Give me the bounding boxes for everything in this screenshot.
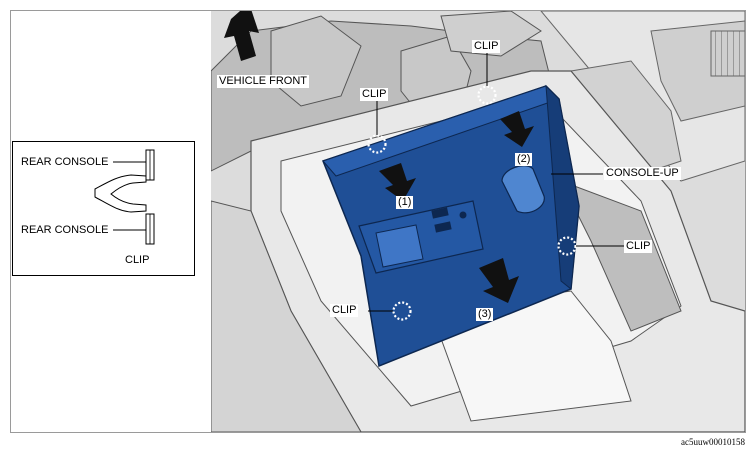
- clip-label-right: CLIP: [624, 240, 653, 253]
- arrow-step-2: [500, 111, 534, 147]
- console-up-label: CONSOLE-UP: [604, 167, 681, 180]
- vehicle-front-label: VEHICLE FRONT: [217, 75, 310, 88]
- arrow-step-3: [479, 258, 519, 303]
- arrow-step-1: [379, 163, 416, 201]
- indicator-hole: [459, 211, 467, 219]
- vent-grille: [710, 30, 745, 77]
- usb-port-upper: [431, 207, 449, 219]
- usb-port-lower: [434, 221, 452, 233]
- step-3-label: (3): [476, 308, 494, 321]
- step-1-label: (1): [396, 196, 414, 209]
- rear-console-label-bottom: REAR CONSOLE: [21, 224, 109, 236]
- reference-code: ac5uuw00010158: [681, 437, 745, 447]
- clip-marker-right: [557, 236, 577, 256]
- clip-marker-lower-left: [392, 301, 412, 321]
- rear-console-label-top: REAR CONSOLE: [21, 156, 109, 168]
- vehicle-front-arrow: [224, 11, 259, 61]
- clip-cross-section-diagram: [94, 149, 155, 245]
- clip-label-inset: CLIP: [125, 254, 150, 266]
- clip-label-upper-left: CLIP: [360, 88, 389, 101]
- storage-tray: [559, 180, 682, 332]
- clip-detail-inset: REAR CONSOLE REAR CONSOLE CLIP: [12, 141, 195, 276]
- clip-label-upper-right: CLIP: [472, 40, 501, 53]
- clip-marker-upper-right: [477, 85, 497, 105]
- clip-label-lower-left: CLIP: [330, 304, 359, 317]
- console-up-button: [501, 165, 545, 214]
- accessory-socket: [375, 224, 424, 268]
- clip-marker-upper-left: [367, 134, 387, 154]
- step-2-label: (2): [515, 153, 533, 166]
